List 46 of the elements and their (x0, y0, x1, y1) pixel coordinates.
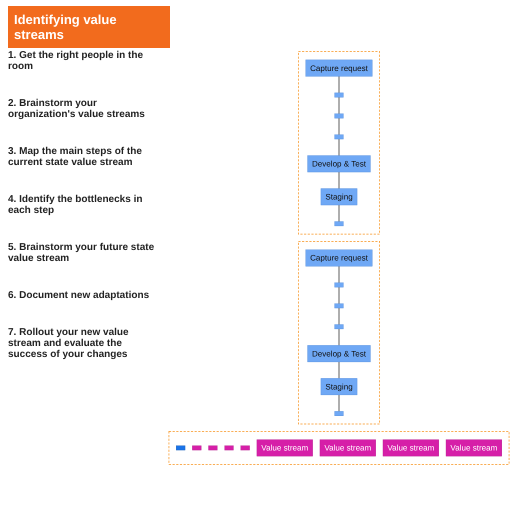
node-box: Develop & Test (307, 155, 371, 172)
connector (338, 96, 340, 114)
cluster (168, 431, 510, 465)
node-box: Capture request (306, 60, 372, 77)
step-heading: 6. Document new adaptations (8, 290, 150, 301)
node-box (334, 282, 344, 288)
connector (338, 362, 340, 379)
node-box (334, 134, 344, 140)
node-box (192, 446, 202, 450)
connector (338, 328, 340, 346)
node-box: Staging (320, 188, 358, 206)
node-box (240, 446, 250, 450)
connector (338, 76, 340, 94)
step-heading: 2. Brainstorm your organization's value streams (8, 98, 146, 120)
step-heading: 1. Get the right people in the room (8, 50, 144, 72)
node-box: Develop & Test (307, 345, 371, 362)
node-box (334, 114, 344, 118)
node-box: Value stream (382, 439, 439, 456)
node-box: Value stream (320, 439, 376, 456)
node-box (176, 446, 186, 450)
step-heading: 7. Rollout your new value stream and evaluate the success of your changes (8, 327, 130, 360)
node-box (334, 221, 344, 226)
node-box: Staging (320, 378, 358, 396)
node-box (224, 446, 234, 450)
connector (338, 118, 340, 136)
connector (338, 308, 340, 325)
connector (338, 172, 340, 189)
step-heading: 3. Map the main steps of the current state value stream (8, 146, 143, 168)
node-box (334, 303, 344, 308)
node-box (334, 411, 344, 416)
node-box (334, 324, 344, 330)
cluster (298, 51, 380, 235)
connector (338, 138, 340, 156)
connector (338, 266, 340, 284)
connector (338, 204, 340, 222)
node-box (334, 92, 344, 98)
cluster (298, 241, 380, 424)
step-heading: 5. Brainstorm your future state value stream (8, 242, 156, 264)
title: Identifying value streams (8, 6, 170, 48)
connector (338, 394, 340, 412)
node-box (208, 446, 218, 450)
step-heading: 4. Identify the bottlenecks in each step (8, 194, 144, 216)
node-box: Value stream (446, 439, 502, 456)
node-box: Value stream (256, 439, 313, 456)
connector (338, 286, 340, 304)
node-box: Capture request (306, 250, 372, 266)
